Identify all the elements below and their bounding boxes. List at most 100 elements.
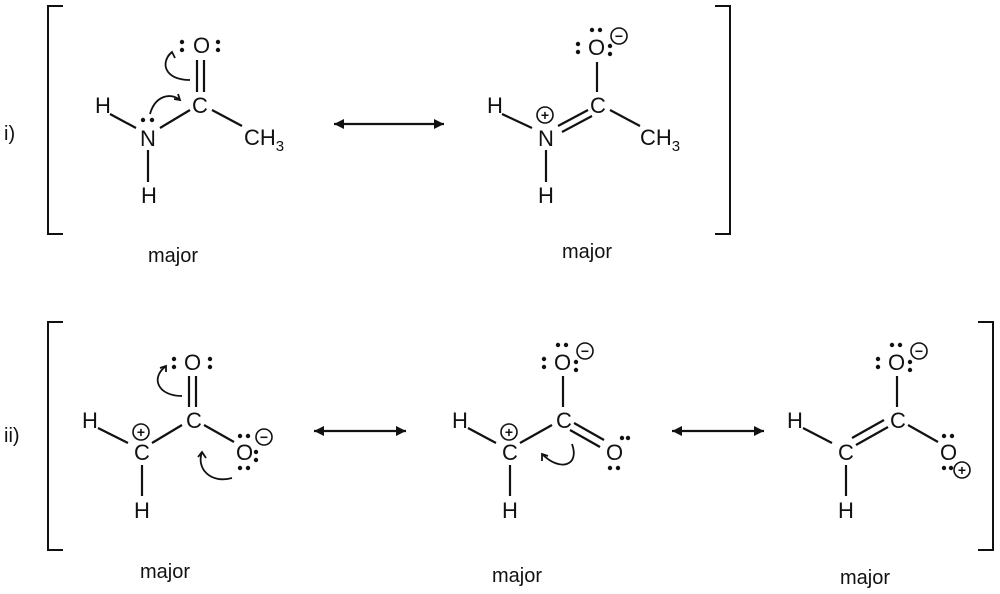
bond-n-c-b: [561, 115, 593, 133]
positive-charge-icon: [536, 106, 554, 124]
lone-pair-dot: [907, 367, 913, 373]
ch-text: CH: [244, 125, 276, 150]
atom-h-top: H: [487, 93, 503, 118]
positive-charge-icon: [500, 423, 518, 441]
lone-pair-dot: [245, 433, 251, 439]
arrowhead: [173, 93, 182, 102]
atom-o1: O: [554, 350, 571, 375]
bond-c1-c2: [151, 424, 183, 444]
atom-h-top: H: [82, 408, 98, 433]
bond-c2-o2: [203, 424, 235, 443]
curved-arrow: [541, 443, 575, 466]
bond-c2-o2-b: [569, 429, 601, 448]
atom-ch3: CH3: [640, 125, 680, 155]
atom-o2: O: [940, 440, 957, 465]
lone-pair-dot: [215, 39, 221, 45]
arrowhead: [167, 50, 176, 59]
atom-o2: O: [236, 440, 253, 465]
arrowhead: [197, 450, 207, 459]
lone-pair-dot: [597, 27, 603, 33]
positive-charge-icon: [132, 423, 150, 441]
atom-c2: C: [890, 408, 906, 433]
bond-c1-c2-b: [855, 426, 889, 446]
charge-minus: −: [260, 429, 268, 445]
negative-charge-icon: [576, 342, 594, 360]
lone-pair-dot: [149, 117, 155, 123]
lone-pair-dot: [615, 465, 621, 471]
atom-c: C: [590, 93, 606, 118]
atom-h-bottom: H: [134, 498, 150, 523]
arrowhead-right: [396, 426, 406, 436]
lone-pair-dot: [207, 364, 213, 370]
caption-major: major: [148, 245, 198, 267]
bond-c1-c2-a: [851, 419, 885, 439]
lone-pair-dot: [541, 364, 547, 370]
atom-c1: C: [134, 440, 150, 465]
sub-3: 3: [672, 138, 680, 155]
lone-pair-dot: [941, 433, 947, 439]
row-i-structure-1: H N H C O CH3 major: [95, 33, 284, 267]
lone-pair-dot: [607, 43, 613, 49]
lone-pair-dot: [237, 433, 243, 439]
bond-c-ch3: [211, 109, 243, 127]
atom-h-bottom: H: [538, 183, 554, 208]
lone-pair-dot: [179, 47, 185, 53]
resonance-arrow: [334, 119, 444, 129]
lone-pair-dot: [253, 449, 259, 455]
caption-major: major: [562, 241, 612, 263]
curved-arrow: [164, 51, 191, 81]
atom-c2: C: [186, 408, 202, 433]
row-i-structure-2: H N H C O CH3 + − major: [487, 27, 680, 263]
atom-o1: O: [184, 350, 201, 375]
charge-plus: +: [505, 424, 513, 440]
arrowhead-right: [754, 426, 764, 436]
atom-h-top: H: [95, 93, 111, 118]
atom-c: C: [192, 93, 208, 118]
charge-minus: −: [915, 343, 923, 359]
atom-h-bottom: H: [141, 183, 157, 208]
ch-text: CH: [640, 125, 672, 150]
lone-pair-dot: [563, 342, 569, 348]
atom-c1: C: [838, 440, 854, 465]
arrowhead-right: [434, 119, 444, 129]
lone-pair-dot: [555, 342, 561, 348]
lone-pair-dot: [607, 51, 613, 57]
lone-pair-dot: [619, 435, 625, 441]
lone-pair-dot: [607, 465, 613, 471]
lone-pair-dot: [573, 367, 579, 373]
bond-c2-o2-a: [573, 422, 605, 441]
lone-pair-dot: [253, 457, 259, 463]
row-ii-structure-2: H C H C O O + − major: [452, 342, 631, 587]
lone-pair-dot: [949, 433, 955, 439]
negative-charge-icon: [910, 342, 928, 360]
row-i-tag: i): [4, 123, 15, 145]
lone-pair-dot: [941, 465, 947, 471]
atom-c1: C: [502, 440, 518, 465]
row-ii-structure-3: H C H C O O − + major: [787, 342, 971, 589]
atom-o1: O: [888, 350, 905, 375]
row-i-left-bracket: [47, 5, 63, 235]
bond-h-n: [501, 113, 533, 129]
bond-h-c1: [467, 427, 497, 444]
lone-pair-dot: [948, 465, 954, 471]
row-ii-left-bracket: [47, 321, 63, 551]
lone-pair-dot: [237, 465, 243, 471]
atom-h-top: H: [452, 408, 468, 433]
caption-major: major: [140, 561, 190, 583]
resonance-arrow: [314, 426, 406, 436]
lone-pair-dot: [207, 356, 213, 362]
lone-pair-dot: [171, 356, 177, 362]
arrowhead: [541, 452, 549, 461]
sub-3: 3: [276, 138, 284, 155]
atom-h-bottom: H: [502, 498, 518, 523]
atom-o2: O: [606, 440, 623, 465]
lone-pair-dot: [140, 117, 146, 123]
negative-charge-icon: [255, 428, 273, 446]
arrowhead-left: [314, 426, 324, 436]
bond-c2-o2: [907, 424, 939, 443]
lone-pair-dot: [171, 364, 177, 370]
lone-pair-dot: [875, 364, 881, 370]
lone-pair-dot: [907, 359, 913, 365]
atom-ch3: CH3: [244, 125, 284, 155]
